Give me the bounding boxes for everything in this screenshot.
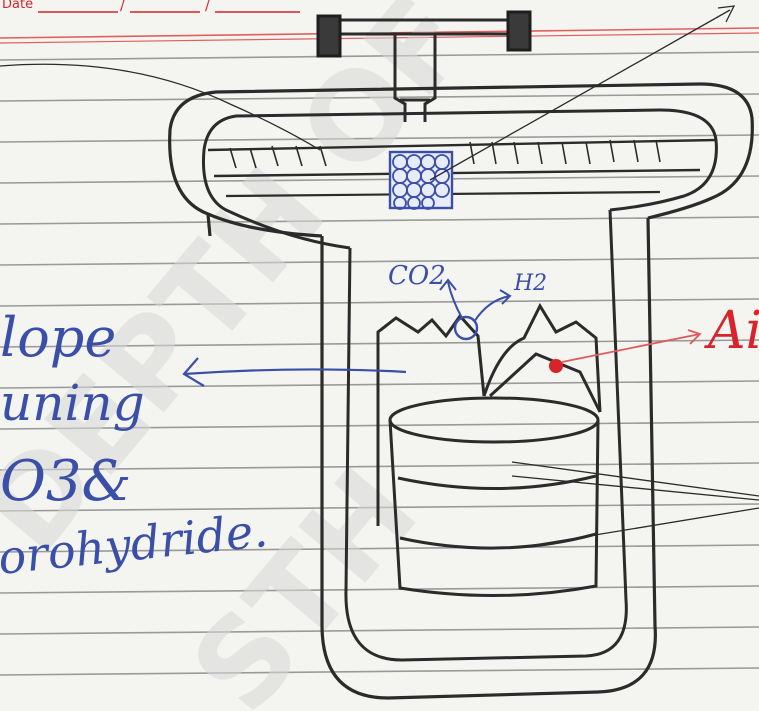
air-dot-icon: [549, 359, 563, 373]
h2-arrow: [474, 290, 510, 322]
handle-right-grip: [508, 12, 530, 50]
date-slash-1: /: [120, 0, 125, 14]
co2-label: CO2: [388, 261, 446, 291]
date-label: Date: [2, 0, 33, 12]
left-label-line1: lope: [0, 306, 116, 369]
date-slash-2: /: [205, 0, 210, 14]
catalyst-mesh: [390, 152, 452, 209]
gas-envelope: [378, 306, 600, 526]
petri-stack: [390, 398, 598, 596]
air-label: Air: [704, 301, 759, 361]
left-label-line2: uning: [0, 374, 145, 432]
air-arrow: [562, 330, 700, 362]
left-label-line3: O3&: [0, 449, 131, 514]
gas-bubble-icon: [455, 317, 477, 339]
h2-label: H2: [513, 271, 547, 296]
handle-left-grip: [318, 16, 340, 56]
